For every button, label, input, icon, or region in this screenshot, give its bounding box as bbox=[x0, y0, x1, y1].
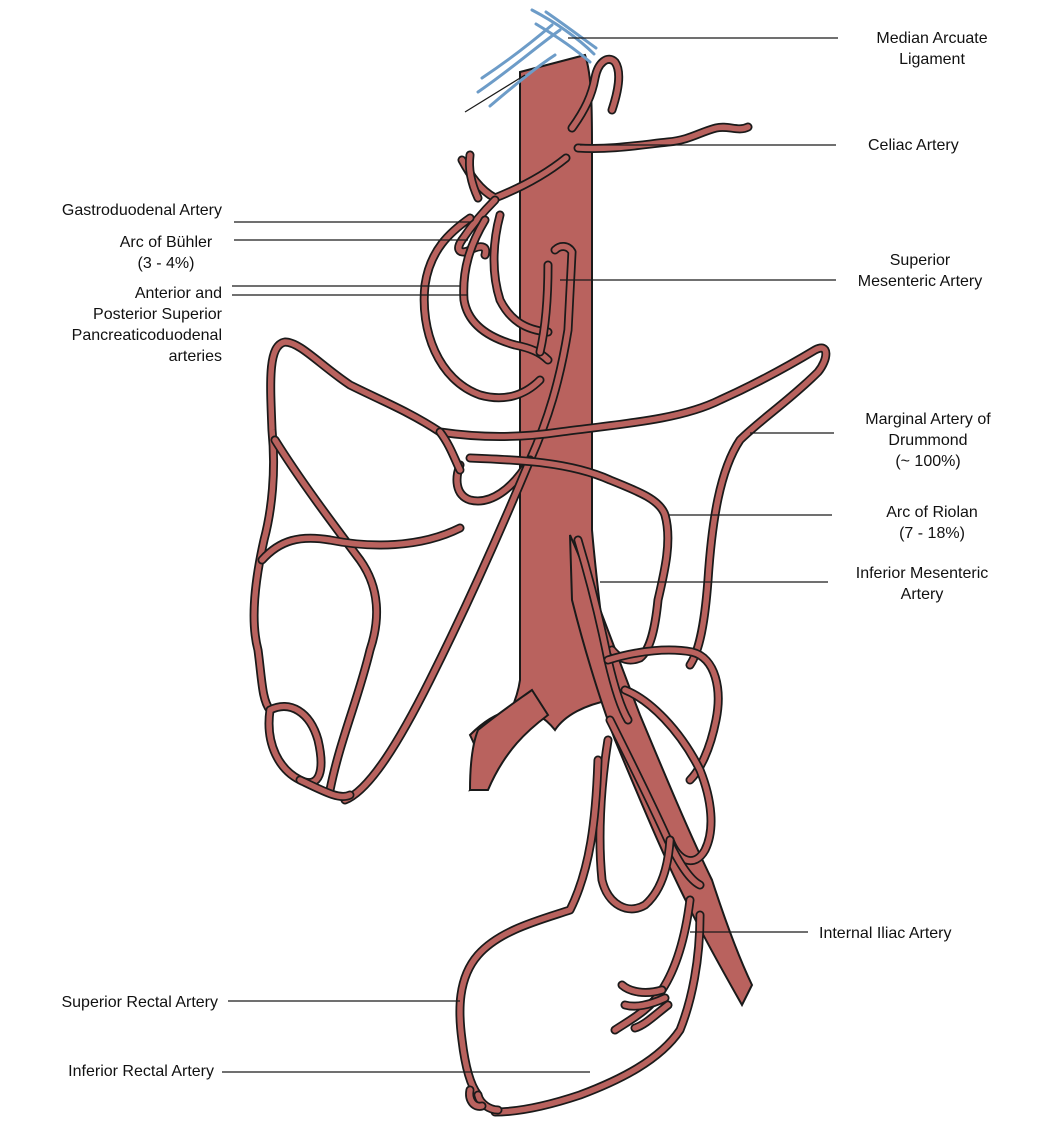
label-inferior-rectal-artery: Inferior Rectal Artery bbox=[20, 1061, 214, 1082]
vessel-lumen bbox=[259, 525, 463, 563]
vessel-lumen bbox=[527, 243, 575, 463]
vessel-lumen bbox=[537, 262, 551, 355]
vessel-lumen bbox=[460, 217, 551, 363]
marginal-artery-of-drummond bbox=[249, 337, 831, 801]
vessel-lumen bbox=[569, 56, 622, 131]
vessel-lumen bbox=[491, 212, 551, 335]
vessel-lumen bbox=[467, 455, 671, 663]
label-line: (3 - 4%) bbox=[137, 255, 195, 272]
sma-and-branches bbox=[340, 242, 577, 805]
vessel-lumen bbox=[619, 982, 665, 996]
label-arc-of-buhler: Arc of Bühler (3 - 4%) bbox=[96, 232, 236, 274]
label-pancreaticoduodenal-arteries: Anterior and Posterior Superior Pancreat… bbox=[30, 283, 222, 367]
vessel-lumen bbox=[575, 537, 631, 723]
label-superior-mesenteric-artery: Superior Mesenteric Artery bbox=[840, 250, 1000, 292]
pancreaticoduodenal-arcades bbox=[419, 195, 553, 403]
aorta bbox=[468, 53, 612, 792]
label-line: (~ 100%) bbox=[895, 453, 961, 470]
vessel-lumen bbox=[421, 215, 543, 401]
label-line: Artery bbox=[900, 586, 944, 603]
median-arcuate-ligament bbox=[476, 8, 598, 108]
vessel-lumen bbox=[622, 687, 714, 864]
label-line: Celiac Artery bbox=[868, 137, 959, 154]
vessel-lumen bbox=[454, 457, 533, 504]
label-line: Superior Rectal Artery bbox=[61, 994, 218, 1011]
vessel-lumen bbox=[297, 777, 353, 800]
celiac-branches bbox=[457, 54, 753, 203]
vessel-lumen bbox=[266, 703, 324, 786]
label-line: Superior bbox=[889, 252, 951, 269]
label-line: Arc of Bühler bbox=[119, 234, 213, 251]
label-line: Internal Iliac Artery bbox=[819, 925, 952, 942]
label-line: Inferior Mesenteric bbox=[855, 565, 989, 582]
label-line: arteries bbox=[168, 348, 222, 365]
label-line: Drummond bbox=[888, 432, 968, 449]
arc-of-riolan bbox=[465, 453, 673, 665]
vessel-lumen bbox=[575, 124, 751, 152]
label-gastroduodenal-artery: Gastroduodenal Artery bbox=[20, 200, 222, 221]
vessel-lumen bbox=[605, 647, 721, 783]
label-line: Anterior and bbox=[134, 285, 222, 302]
vessel-lumen bbox=[342, 457, 533, 803]
label-line: Ligament bbox=[899, 51, 965, 68]
vessel-lumen bbox=[456, 197, 498, 258]
label-internal-iliac-artery: Internal Iliac Artery bbox=[819, 923, 952, 944]
ima-and-branches bbox=[455, 535, 723, 1100]
vessel-lumen bbox=[632, 1002, 671, 1031]
vessel-lumen bbox=[607, 717, 703, 888]
label-line: Inferior Rectal Artery bbox=[68, 1063, 214, 1080]
label-superior-rectal-artery: Superior Rectal Artery bbox=[20, 992, 218, 1013]
vessel-lumen bbox=[622, 995, 668, 1009]
vessel-lumen bbox=[457, 757, 601, 1098]
label-line: Posterior Superior bbox=[93, 306, 222, 323]
label-line: Pancreaticoduodenal bbox=[71, 327, 222, 344]
vessel-lumen bbox=[251, 339, 443, 713]
vessel-lumen bbox=[466, 152, 481, 201]
vessel-lumen bbox=[437, 345, 829, 668]
label-celiac-artery: Celiac Artery bbox=[868, 135, 959, 156]
label-line: Gastroduodenal Artery bbox=[61, 202, 222, 219]
internal-iliac-branches bbox=[465, 895, 705, 1117]
label-line: Median Arcuate bbox=[876, 30, 988, 47]
label-line: Marginal Artery of bbox=[865, 411, 991, 428]
label-line: (7 - 18%) bbox=[899, 525, 965, 542]
label-line: Mesenteric Artery bbox=[857, 273, 983, 290]
leader-lines bbox=[222, 37, 838, 1073]
label-marginal-artery-of-drummond: Marginal Artery of Drummond (~ 100%) bbox=[838, 409, 1018, 472]
label-arc-of-riolan: Arc of Riolan (7 - 18%) bbox=[862, 502, 1002, 544]
vessel-lumen bbox=[437, 429, 463, 473]
vessel-lumen bbox=[272, 437, 380, 793]
label-inferior-mesenteric-artery: Inferior Mesenteric Artery bbox=[832, 563, 1012, 605]
vessel-lumen bbox=[597, 737, 673, 912]
left-common-iliac bbox=[468, 688, 550, 791]
label-line: Arc of Riolan bbox=[886, 504, 978, 521]
vessel-lumen bbox=[492, 912, 703, 1115]
vessel-lumen bbox=[466, 1087, 485, 1110]
label-median-arcuate-ligament: Median Arcuate Ligament bbox=[842, 28, 1022, 70]
